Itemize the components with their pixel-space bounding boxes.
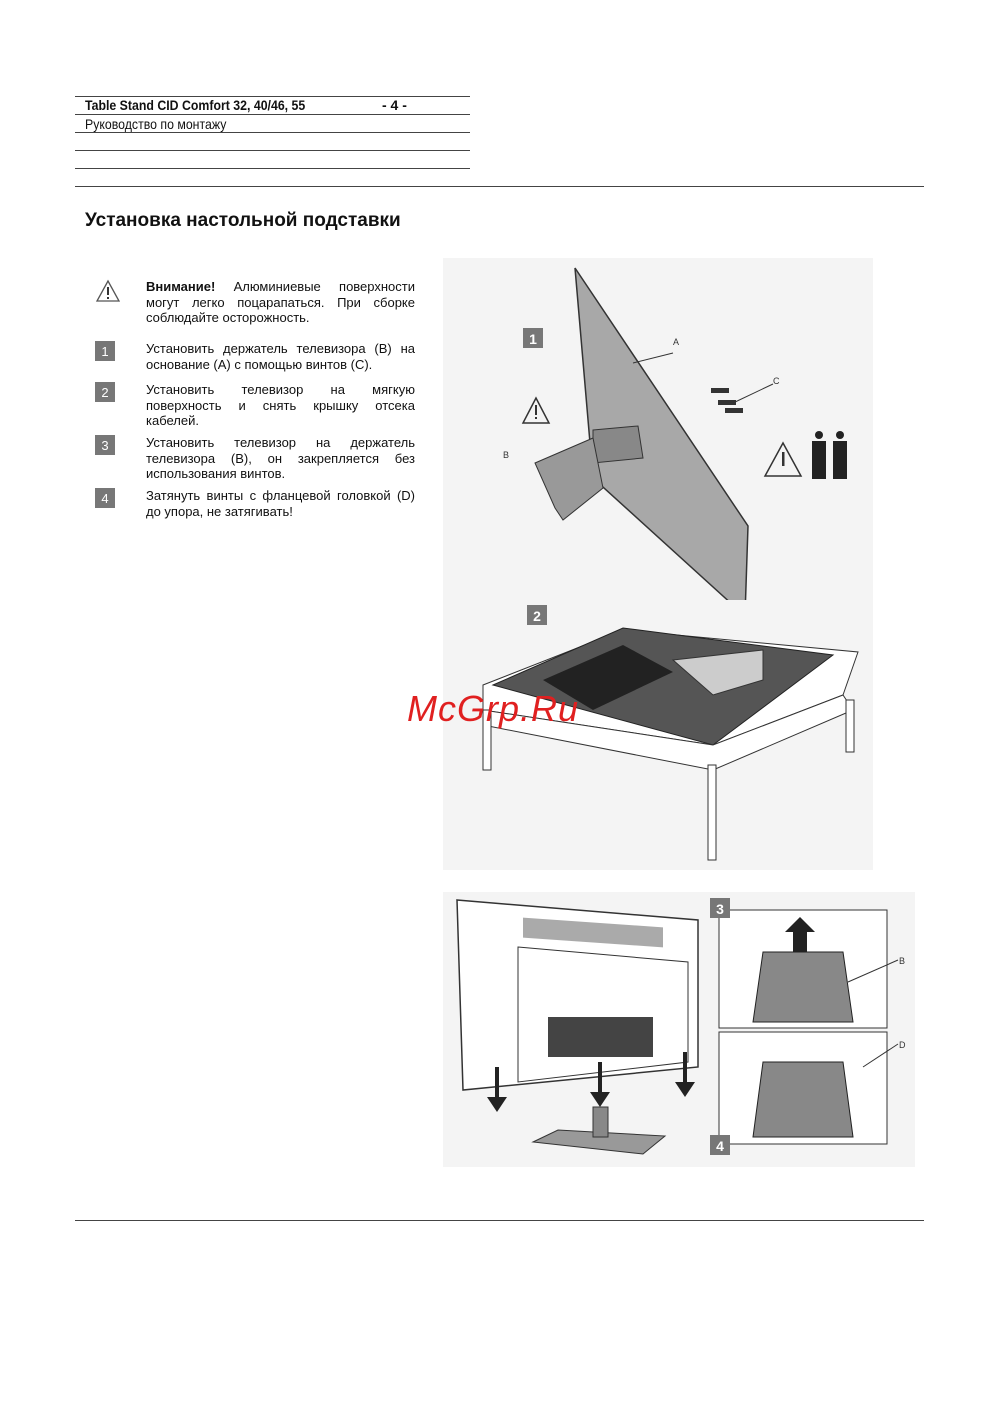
header-rule [75, 114, 470, 115]
warning-triangle-icon [95, 279, 121, 302]
step-item: 3 Установить телевизор на держатель теле… [95, 435, 415, 482]
step-item: 1 Установить держатель телевизора (B) на… [95, 341, 415, 372]
step-item: 4 Затянуть винты с фланцевой головкой (D… [95, 488, 415, 519]
warning-triangle-icon [763, 441, 803, 477]
header-rule [75, 168, 470, 169]
two-persons-icon [812, 431, 847, 479]
label-a: A [673, 337, 679, 347]
warning-triangle-icon [521, 396, 551, 424]
figure-step1-stand-assembly: 1 A C B [443, 258, 873, 618]
step-number-badge: 2 [95, 382, 115, 402]
label-c: C [773, 376, 780, 386]
step-badge-label: 1 [529, 331, 537, 347]
page-title: Установка настольной подставки [85, 210, 401, 231]
watermark: McGrp.Ru [407, 688, 580, 729]
step-text: Установить держатель телевизора (B) на о… [146, 341, 415, 372]
header-subtitle: Руководство по монтажу [85, 116, 227, 132]
header-title: Table Stand CID Comfort 32, 40/46, 55 [85, 97, 306, 113]
step-number-badge: 1 [95, 341, 115, 361]
warning-text: Алюминиевые поверхности могут легко поца… [146, 279, 415, 325]
header-rule [75, 132, 470, 133]
step-badge-label: 3 [716, 901, 724, 917]
footer-divider [75, 1220, 924, 1221]
step-badge-label: 2 [533, 608, 541, 624]
page-number: - 4 - [382, 97, 407, 113]
label-b: B [503, 450, 509, 460]
step-text: Установить телевизор на держатель телеви… [146, 435, 415, 481]
step-number-badge: 3 [95, 435, 115, 455]
figure-step2-tv-on-table: 2 [443, 600, 873, 870]
header-rule [75, 150, 470, 151]
label-d: D [899, 1040, 906, 1050]
figure-step3-4-mount-tv: 3 4 B D [443, 892, 915, 1167]
step-badge-label: 4 [716, 1138, 724, 1154]
step-badge [523, 328, 543, 348]
warning-note: Внимание! Алюминиевые поверхности могут … [95, 279, 415, 326]
warning-label: Внимание! [146, 279, 216, 294]
step-item: 2 Установить телевизор на мягкую поверхн… [95, 382, 415, 429]
label-b: B [899, 956, 905, 966]
header-divider [75, 186, 924, 187]
step-text: Установить телевизор на мягкую поверхнос… [146, 382, 415, 428]
header-rule [75, 96, 470, 97]
step-text: Затянуть винты с фланцевой головкой (D) … [146, 488, 415, 519]
step-number-badge: 4 [95, 488, 115, 508]
